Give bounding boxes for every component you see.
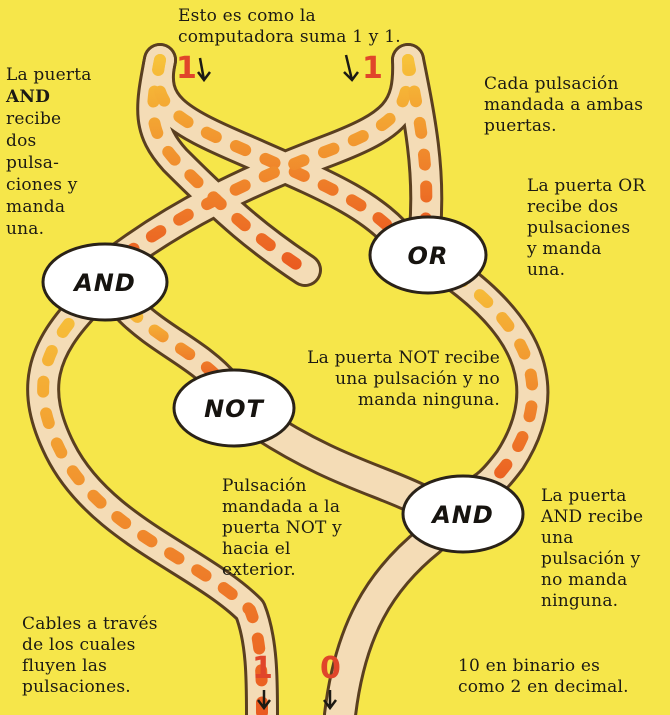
note-line: puertas.: [484, 116, 557, 136]
output-left-bit: 1: [252, 651, 273, 686]
note-line: recibe dos: [527, 197, 619, 217]
note-line: 10 en binario es: [458, 656, 601, 676]
note-line: manda: [6, 197, 66, 217]
note-line: y manda: [527, 239, 602, 259]
top-caption-line2: computadora suma 1 y 1.: [178, 27, 401, 47]
note-line: ciones y: [6, 175, 78, 195]
top-caption-line1: Esto es como la: [178, 6, 316, 26]
down-arrow-icon: [343, 54, 359, 82]
input-left-bit: 1: [176, 51, 197, 86]
note-line: pulsa-: [6, 153, 60, 173]
gate-and-top-label: AND: [72, 269, 136, 297]
wires: [26, 43, 550, 715]
note-line: Pulsación: [222, 476, 307, 496]
gate-or-label: OR: [408, 242, 449, 270]
note-line: AND recibe: [541, 507, 644, 527]
pulse-left-to-and: [147, 54, 311, 276]
note-line: mandada a la: [222, 497, 341, 517]
pulse-and-to-output: [37, 294, 268, 715]
note-line: AND: [6, 87, 51, 107]
note-line: puerta NOT y: [222, 518, 342, 538]
note-line: dos: [6, 131, 37, 151]
note-line: Cables a través: [22, 614, 158, 634]
note-line: una pulsación y no: [335, 369, 500, 389]
note-line: como 2 en decimal.: [458, 677, 629, 697]
note-line: recibe: [6, 109, 62, 129]
output-right-bit: 0: [320, 651, 341, 686]
down-arrow-icon: [257, 690, 271, 711]
note-cables: Cables a través de los cuales fluyen las…: [22, 614, 158, 698]
down-arrow-icon: [197, 57, 211, 83]
note-pulse-sent: Pulsación mandada a la puerta NOT y haci…: [222, 476, 342, 581]
pulse-left-to-or: [151, 54, 411, 251]
note-line: pulsación y: [541, 549, 641, 569]
gate-and-bottom-label: AND: [430, 501, 494, 529]
note-binary: 10 en binario es como 2 en decimal.: [458, 656, 629, 698]
input-left: 1: [176, 51, 211, 86]
down-arrow-icon: [323, 690, 337, 711]
note-not-receives: La puerta NOT recibe una pulsación y no …: [272, 348, 500, 411]
gate-not-label: NOT: [204, 395, 264, 423]
note-line: hacia el: [222, 539, 291, 559]
note-line: ninguna.: [541, 591, 619, 611]
note-and-receives: La puerta AND recibe dos pulsa- ciones y…: [6, 64, 92, 240]
note-line: Cada pulsación: [484, 74, 619, 94]
note-line: una.: [6, 219, 45, 239]
note-line: manda ninguna.: [357, 390, 500, 410]
input-right-bit: 1: [362, 51, 383, 86]
note-and-bottom-receives: La puerta AND recibe una pulsación y no …: [541, 486, 643, 612]
gate-and-top: AND: [41, 242, 169, 322]
output-left: 1: [252, 651, 273, 711]
note-line: pulsaciones.: [22, 677, 131, 697]
note-or-receives: La puerta OR recibe dos pulsaciones y ma…: [527, 176, 645, 281]
note-line: La puerta OR: [527, 176, 646, 196]
note-line: exterior.: [222, 560, 296, 580]
note-line: mandada a ambas: [484, 95, 644, 115]
note-line: La puerta: [541, 486, 627, 506]
note-line: fluyen las: [22, 656, 107, 676]
note-line: de los cuales: [22, 635, 136, 655]
gate-not: NOT: [172, 368, 296, 448]
input-right: 1: [343, 51, 383, 86]
note-line: La puerta NOT recibe: [307, 348, 500, 368]
gate-or: OR: [368, 215, 488, 295]
pulse-right-to-and: [99, 54, 415, 276]
note-line: pulsaciones: [527, 218, 631, 238]
note-line: una: [541, 528, 574, 548]
top-caption: Esto es como la computadora suma 1 y 1.: [178, 6, 401, 48]
note-line: una.: [527, 260, 566, 280]
gate-and-bottom: AND: [401, 474, 525, 554]
note-line: La puerta: [6, 65, 92, 85]
note-line: no manda: [541, 570, 628, 590]
note-each-pulse: Cada pulsación mandada a ambas puertas.: [484, 74, 643, 137]
output-right: 0: [320, 651, 341, 711]
